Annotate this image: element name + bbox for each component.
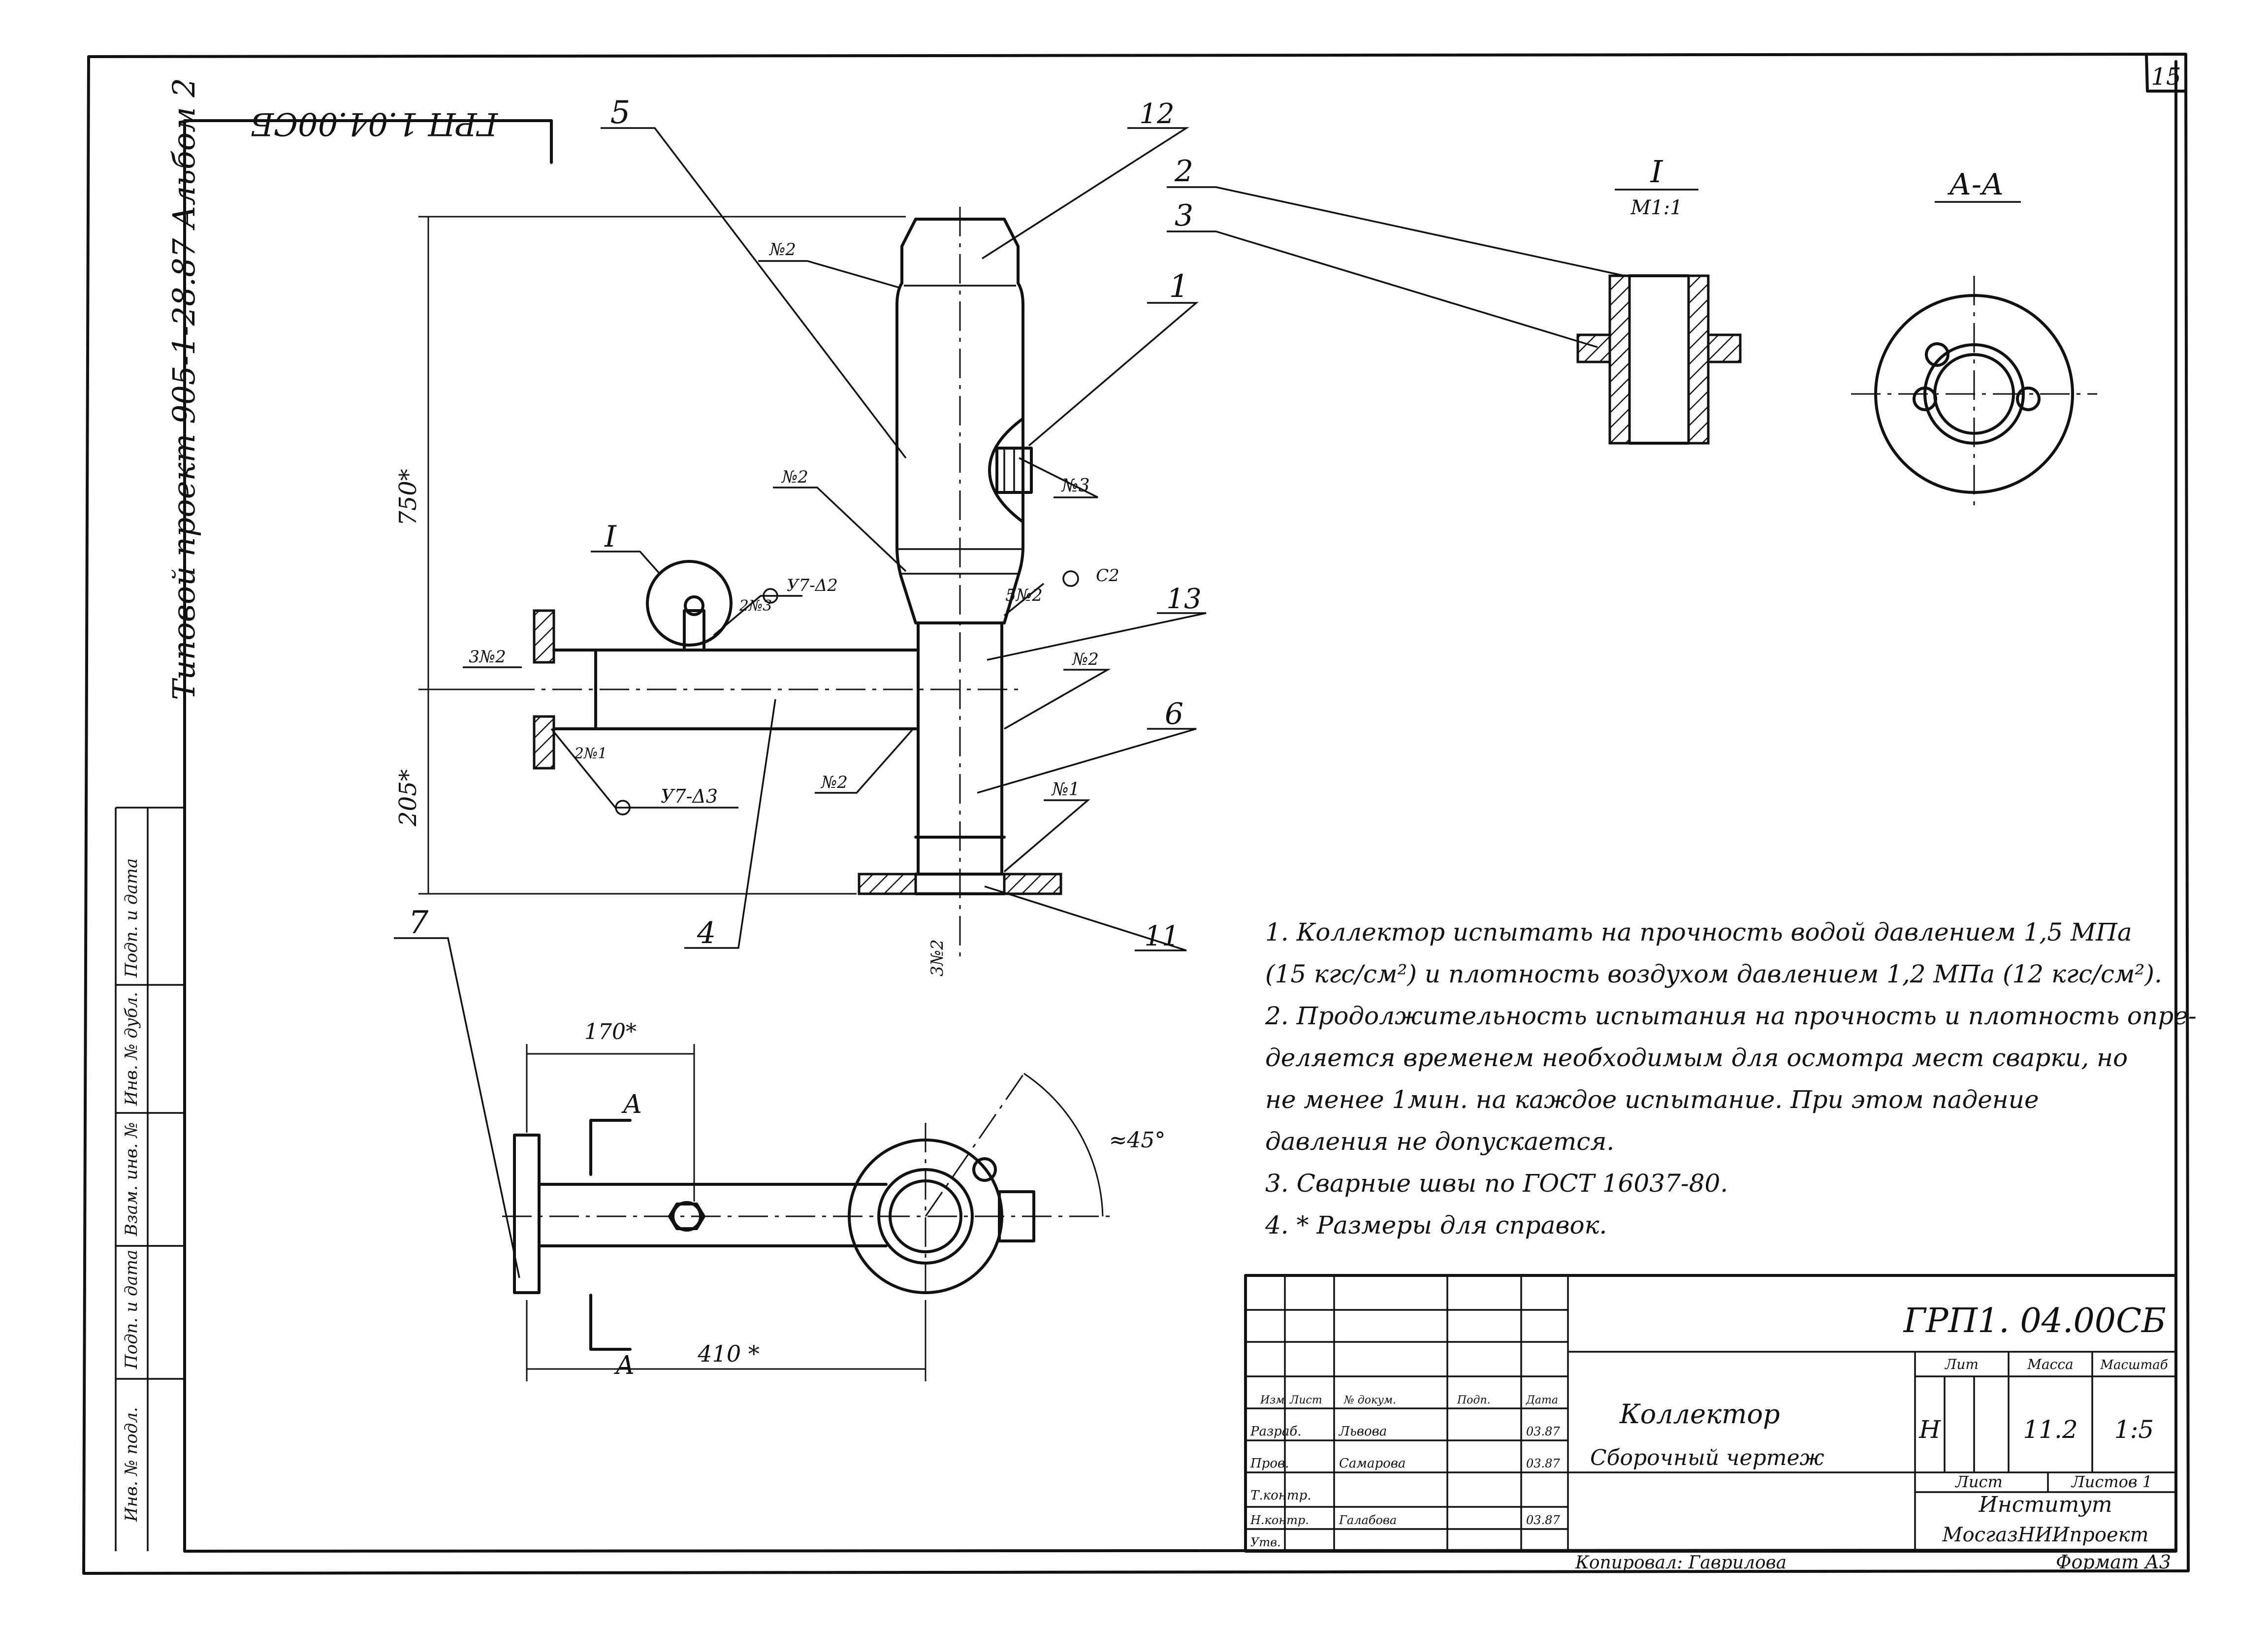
seam-u7-d3: У7-Δ3	[661, 785, 718, 807]
dim-410: 410 *	[697, 1340, 759, 1367]
tb-mass: 11.2	[2023, 1415, 2077, 1444]
tb-r2-role: Пров.	[1250, 1456, 1289, 1471]
callout-4: 4	[697, 916, 716, 950]
seam-c2: С2	[1096, 566, 1119, 586]
org-line-1: Институт	[1978, 1492, 2112, 1517]
tb-r4-role: Н.контр.	[1250, 1513, 1309, 1527]
callout-7: 7	[409, 905, 429, 941]
weld-mid: №2	[781, 467, 808, 487]
weld-top: №2	[768, 240, 796, 260]
note-line-8: 4. * Размеры для справок.	[1265, 1211, 1607, 1239]
note-line-4: деляется временем необходимым для осмотр…	[1265, 1043, 2128, 1072]
tb-lit-hdr: Лит	[1944, 1356, 1979, 1372]
section-mark-bottom: А	[613, 1351, 635, 1380]
tb-r3-role: Т.контр.	[1250, 1488, 1311, 1503]
tb-r4-name: Галабова	[1339, 1513, 1397, 1527]
callout-13: 13	[1166, 583, 1201, 615]
note-line-6: давления не допускается.	[1265, 1127, 1614, 1156]
seam-u7-d2: У7-Δ2	[787, 576, 838, 595]
tb-h-list: Лист	[1289, 1394, 1322, 1406]
title-block: Изм Лист № докум. Подп. Дата Разраб. Льв…	[1244, 1274, 2177, 1553]
tb-h-date: Дата	[1526, 1394, 1558, 1406]
tb-r1-role: Разраб.	[1250, 1424, 1301, 1439]
product-subtitle: Сборочный чертеж	[1590, 1445, 1824, 1470]
weld-marks: №2 №2 №3 5№2 С2 №2 №2 №1 2№3 У7-Δ2 2№1 У…	[463, 240, 1119, 977]
callout-I: I	[604, 520, 617, 554]
detail-label: I	[1650, 154, 1663, 190]
note-line-7: 3. Сварные швы по ГОСТ 16037-80.	[1265, 1169, 1728, 1198]
callout-12: 12	[1139, 98, 1174, 130]
side-columns: Инв. № подл. Подп. и дата Взам. инв. № И…	[115, 807, 185, 1551]
col-inv-podl: Инв. № подл.	[122, 1407, 141, 1522]
section-mark-top: А	[621, 1090, 642, 1119]
tb-r2-date: 03.87	[1526, 1457, 1560, 1470]
tb-scale-hdr: Масштаб	[2100, 1358, 2168, 1372]
detail-I: I М1:1	[1576, 154, 1742, 445]
tb-r5-role: Утв.	[1250, 1535, 1281, 1549]
weld-fitting: №3	[1061, 476, 1090, 496]
col-podp-2: Подп. и дата	[122, 858, 141, 978]
sheet-format: Формат А3	[2056, 1551, 2171, 1573]
product-title: Коллектор	[1619, 1399, 1780, 1430]
dim-angle: ≈45°	[1109, 1128, 1166, 1153]
callout-5: 5	[610, 95, 631, 131]
designation: ГРП1. 04.00СБ	[1903, 1302, 2166, 1340]
tb-h-doc: № докум.	[1343, 1394, 1396, 1406]
dim-205: 205*	[394, 769, 422, 827]
note-line-1: 1. Коллектор испытать на прочность водой…	[1265, 918, 2132, 946]
col-podp-1: Подп. и дата	[122, 1250, 141, 1369]
weld-neck: 5№2	[1005, 586, 1042, 605]
weld-pipe: №2	[1071, 650, 1099, 669]
tb-h-izm: Изм	[1260, 1394, 1284, 1406]
tb-mass-hdr: Масса	[2027, 1356, 2073, 1372]
plan-view: ≈45° 170* 410 * А А	[502, 1019, 1165, 1381]
callout-2: 2	[1174, 154, 1193, 189]
tb-sheet-hdr: Лист	[1954, 1472, 2003, 1491]
callout-1: 1	[1169, 268, 1189, 305]
weld-branch: 2№1	[574, 745, 607, 762]
top-stamp: ГРП 1.04.00СБ	[251, 105, 498, 142]
detail-scale: М1:1	[1630, 196, 1682, 219]
tb-r1-name: Львова	[1338, 1424, 1387, 1439]
tb-h-podp: Подп.	[1457, 1394, 1491, 1406]
technical-notes: 1. Коллектор испытать на прочность водой…	[1265, 918, 2197, 1239]
callout-6: 6	[1165, 697, 1183, 731]
copied-by: Копировал: Гаврилова	[1575, 1553, 1787, 1573]
sheet-frame	[82, 53, 2190, 1575]
dim-750: 750*	[394, 469, 422, 526]
col-dubl: Инв. № дубл.	[122, 992, 141, 1106]
tb-scale: 1:5	[2114, 1415, 2154, 1444]
tb-r2-name: Самарова	[1339, 1456, 1406, 1471]
weld-dim-2: 3№2	[927, 939, 947, 976]
weld-dim-1: 3№2	[469, 647, 506, 667]
callout-11: 11	[1144, 920, 1179, 952]
main-view: 750* 205*	[394, 207, 1062, 958]
tb-r1-date: 03.87	[1526, 1425, 1560, 1438]
section-AA: А-А	[1851, 167, 2097, 507]
note-line-5: не менее 1мин. на каждое испытание. При …	[1265, 1085, 2039, 1114]
callouts: 5 12 2 3 1 13 6 11 4 7 I	[394, 95, 1625, 1278]
tb-r4-date: 03.87	[1526, 1513, 1560, 1527]
org-line-2: МосгазНИИпроект	[1942, 1524, 2149, 1546]
dim-170: 170*	[584, 1019, 637, 1044]
tb-sheets: Листов 1	[2071, 1472, 2152, 1491]
note-line-3: 2. Продолжительность испытания на прочно…	[1265, 1002, 2197, 1030]
weld-flange: №1	[1051, 780, 1080, 800]
col-vzam: Взам. инв. №	[122, 1122, 141, 1237]
callout-3: 3	[1175, 198, 1193, 233]
section-label: А-А	[1947, 167, 2004, 202]
sheet-number: 15	[2151, 63, 2181, 91]
weld-tee: №2	[820, 773, 848, 792]
weld-boss: 2№3	[739, 597, 772, 615]
side-stamp: Типовой проект 905-1-28.87 Альбом 2	[166, 78, 202, 700]
note-line-2: (15 кгс/см²) и плотность воздухом давлен…	[1265, 960, 2162, 988]
tb-lit: Н	[1918, 1415, 1941, 1444]
